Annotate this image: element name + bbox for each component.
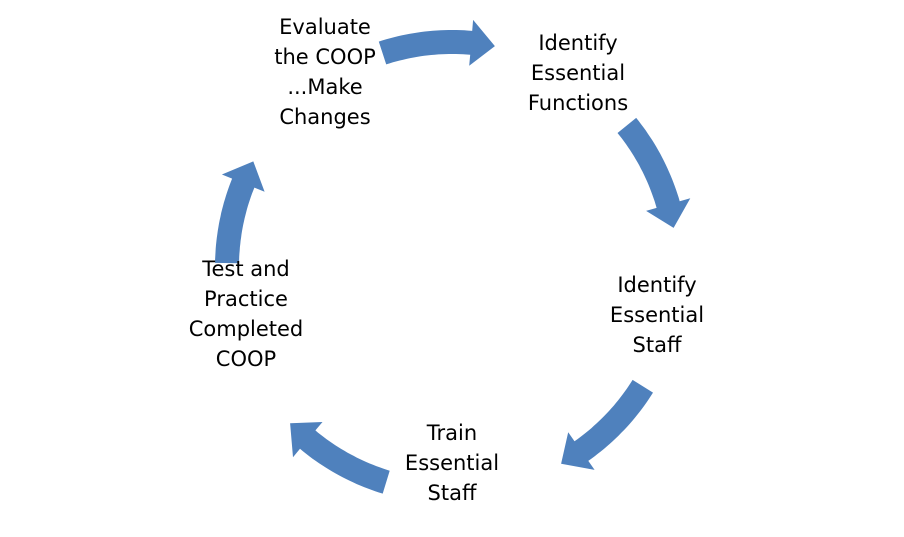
cycle-arrow-5 (215, 161, 265, 264)
node-line: COOP (215, 347, 277, 371)
node-test-and-practice-completed-coop: Test and Practice Completed COOP (189, 254, 304, 374)
node-line: Essential (530, 61, 626, 85)
node-line: Completed (188, 317, 304, 341)
node-line: Train (426, 421, 478, 445)
node-line: Staff (427, 481, 477, 505)
node-line: Identify (538, 31, 618, 55)
node-identify-essential-functions: Identify Essential Functions (528, 28, 628, 118)
node-identify-essential-staff: Identify Essential Staff (610, 270, 704, 360)
node-line: Identify (617, 273, 697, 297)
cycle-arrow-4 (290, 422, 390, 494)
cycle-arrow-1 (378, 19, 495, 66)
node-line: Practice (204, 287, 288, 311)
node-line: Staff (632, 333, 682, 357)
node-line: Functions (527, 91, 629, 115)
node-line: Test and (202, 257, 290, 281)
node-train-essential-staff: Train Essential Staff (405, 418, 499, 508)
node-evaluate-the-coop-make-changes: Evaluate the COOP ...Make Changes (274, 12, 376, 132)
node-line: Essential (404, 451, 500, 475)
cycle-arrow-3 (561, 379, 653, 470)
cycle-arrow-2 (617, 117, 691, 228)
node-line: Essential (609, 303, 705, 327)
node-line: ...Make (287, 75, 363, 99)
node-line: Changes (279, 105, 371, 129)
node-line: Evaluate (279, 15, 371, 39)
node-line: the COOP (274, 45, 376, 69)
